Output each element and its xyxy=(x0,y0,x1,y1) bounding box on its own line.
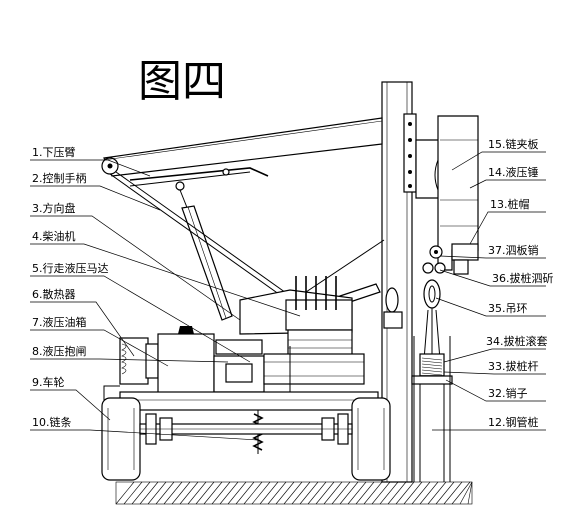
mast xyxy=(381,81,417,483)
wheel-right xyxy=(351,397,391,481)
right-labels: 15.链夹板 14.液压锤 13.桩帽 37.泗板销 36.拔桩泗斫 35.吊环… xyxy=(486,137,554,429)
diesel-engine xyxy=(239,276,353,357)
label-plate-pin: 37.泗板销 xyxy=(488,243,539,257)
label-chain: 10.链条 xyxy=(32,415,72,429)
support-cylinder xyxy=(181,205,233,321)
label-wheel: 9.车轮 xyxy=(32,375,65,389)
hydraulic-oil-tank xyxy=(157,326,215,397)
label-hydraulic-hammer: 14.液压锤 xyxy=(488,165,539,179)
label-steering-wheel: 3.方向盘 xyxy=(32,201,76,215)
frame-links xyxy=(109,171,385,305)
press-arm xyxy=(101,117,383,177)
pile-pulling-device xyxy=(411,279,453,482)
leader-lines xyxy=(30,151,546,441)
wheel-left xyxy=(101,397,141,481)
label-radiator: 6.散热器 xyxy=(32,287,76,301)
control-handle xyxy=(129,167,269,211)
hydraulic-brake xyxy=(213,339,265,393)
label-walking-motor: 5.行走液压马达 xyxy=(32,261,109,275)
hydraulic-hammer xyxy=(415,115,479,275)
label-pile-cap: 13.桩帽 xyxy=(490,197,530,211)
label-pulling-rod: 33.拔桩杆 xyxy=(488,359,539,373)
label-hydraulic-brake: 8.液压抱闸 xyxy=(32,344,87,358)
chain-axle xyxy=(139,413,353,445)
ground-hatch xyxy=(115,481,473,505)
label-steel-pipe-pile: 12.钢管桩 xyxy=(488,415,539,429)
mast-hook xyxy=(383,287,403,329)
left-labels: 1.下压臂 2.控制手柄 3.方向盘 4.柴油机 5.行走液压马达 6.散热器 … xyxy=(32,146,109,429)
walking-motor xyxy=(263,346,365,396)
label-pin: 32.销子 xyxy=(488,386,528,400)
label-chain-clamp-plate: 15.链夹板 xyxy=(488,137,539,151)
label-pulling-clamp: 36.拔桩泗斫 xyxy=(492,271,554,285)
label-pulling-sleeve: 34.拔桩滚套 xyxy=(486,334,548,348)
chassis xyxy=(103,385,379,454)
radiator xyxy=(119,337,159,385)
figure-title: 图四 xyxy=(138,56,226,107)
label-control-handle: 2.控制手柄 xyxy=(32,171,87,185)
label-lifting-ring: 35.吊环 xyxy=(488,302,528,315)
label-oil-tank: 7.液压油箱 xyxy=(32,315,87,329)
label-diesel-engine: 4.柴油机 xyxy=(32,229,76,243)
label-press-arm: 1.下压臂 xyxy=(32,146,76,159)
